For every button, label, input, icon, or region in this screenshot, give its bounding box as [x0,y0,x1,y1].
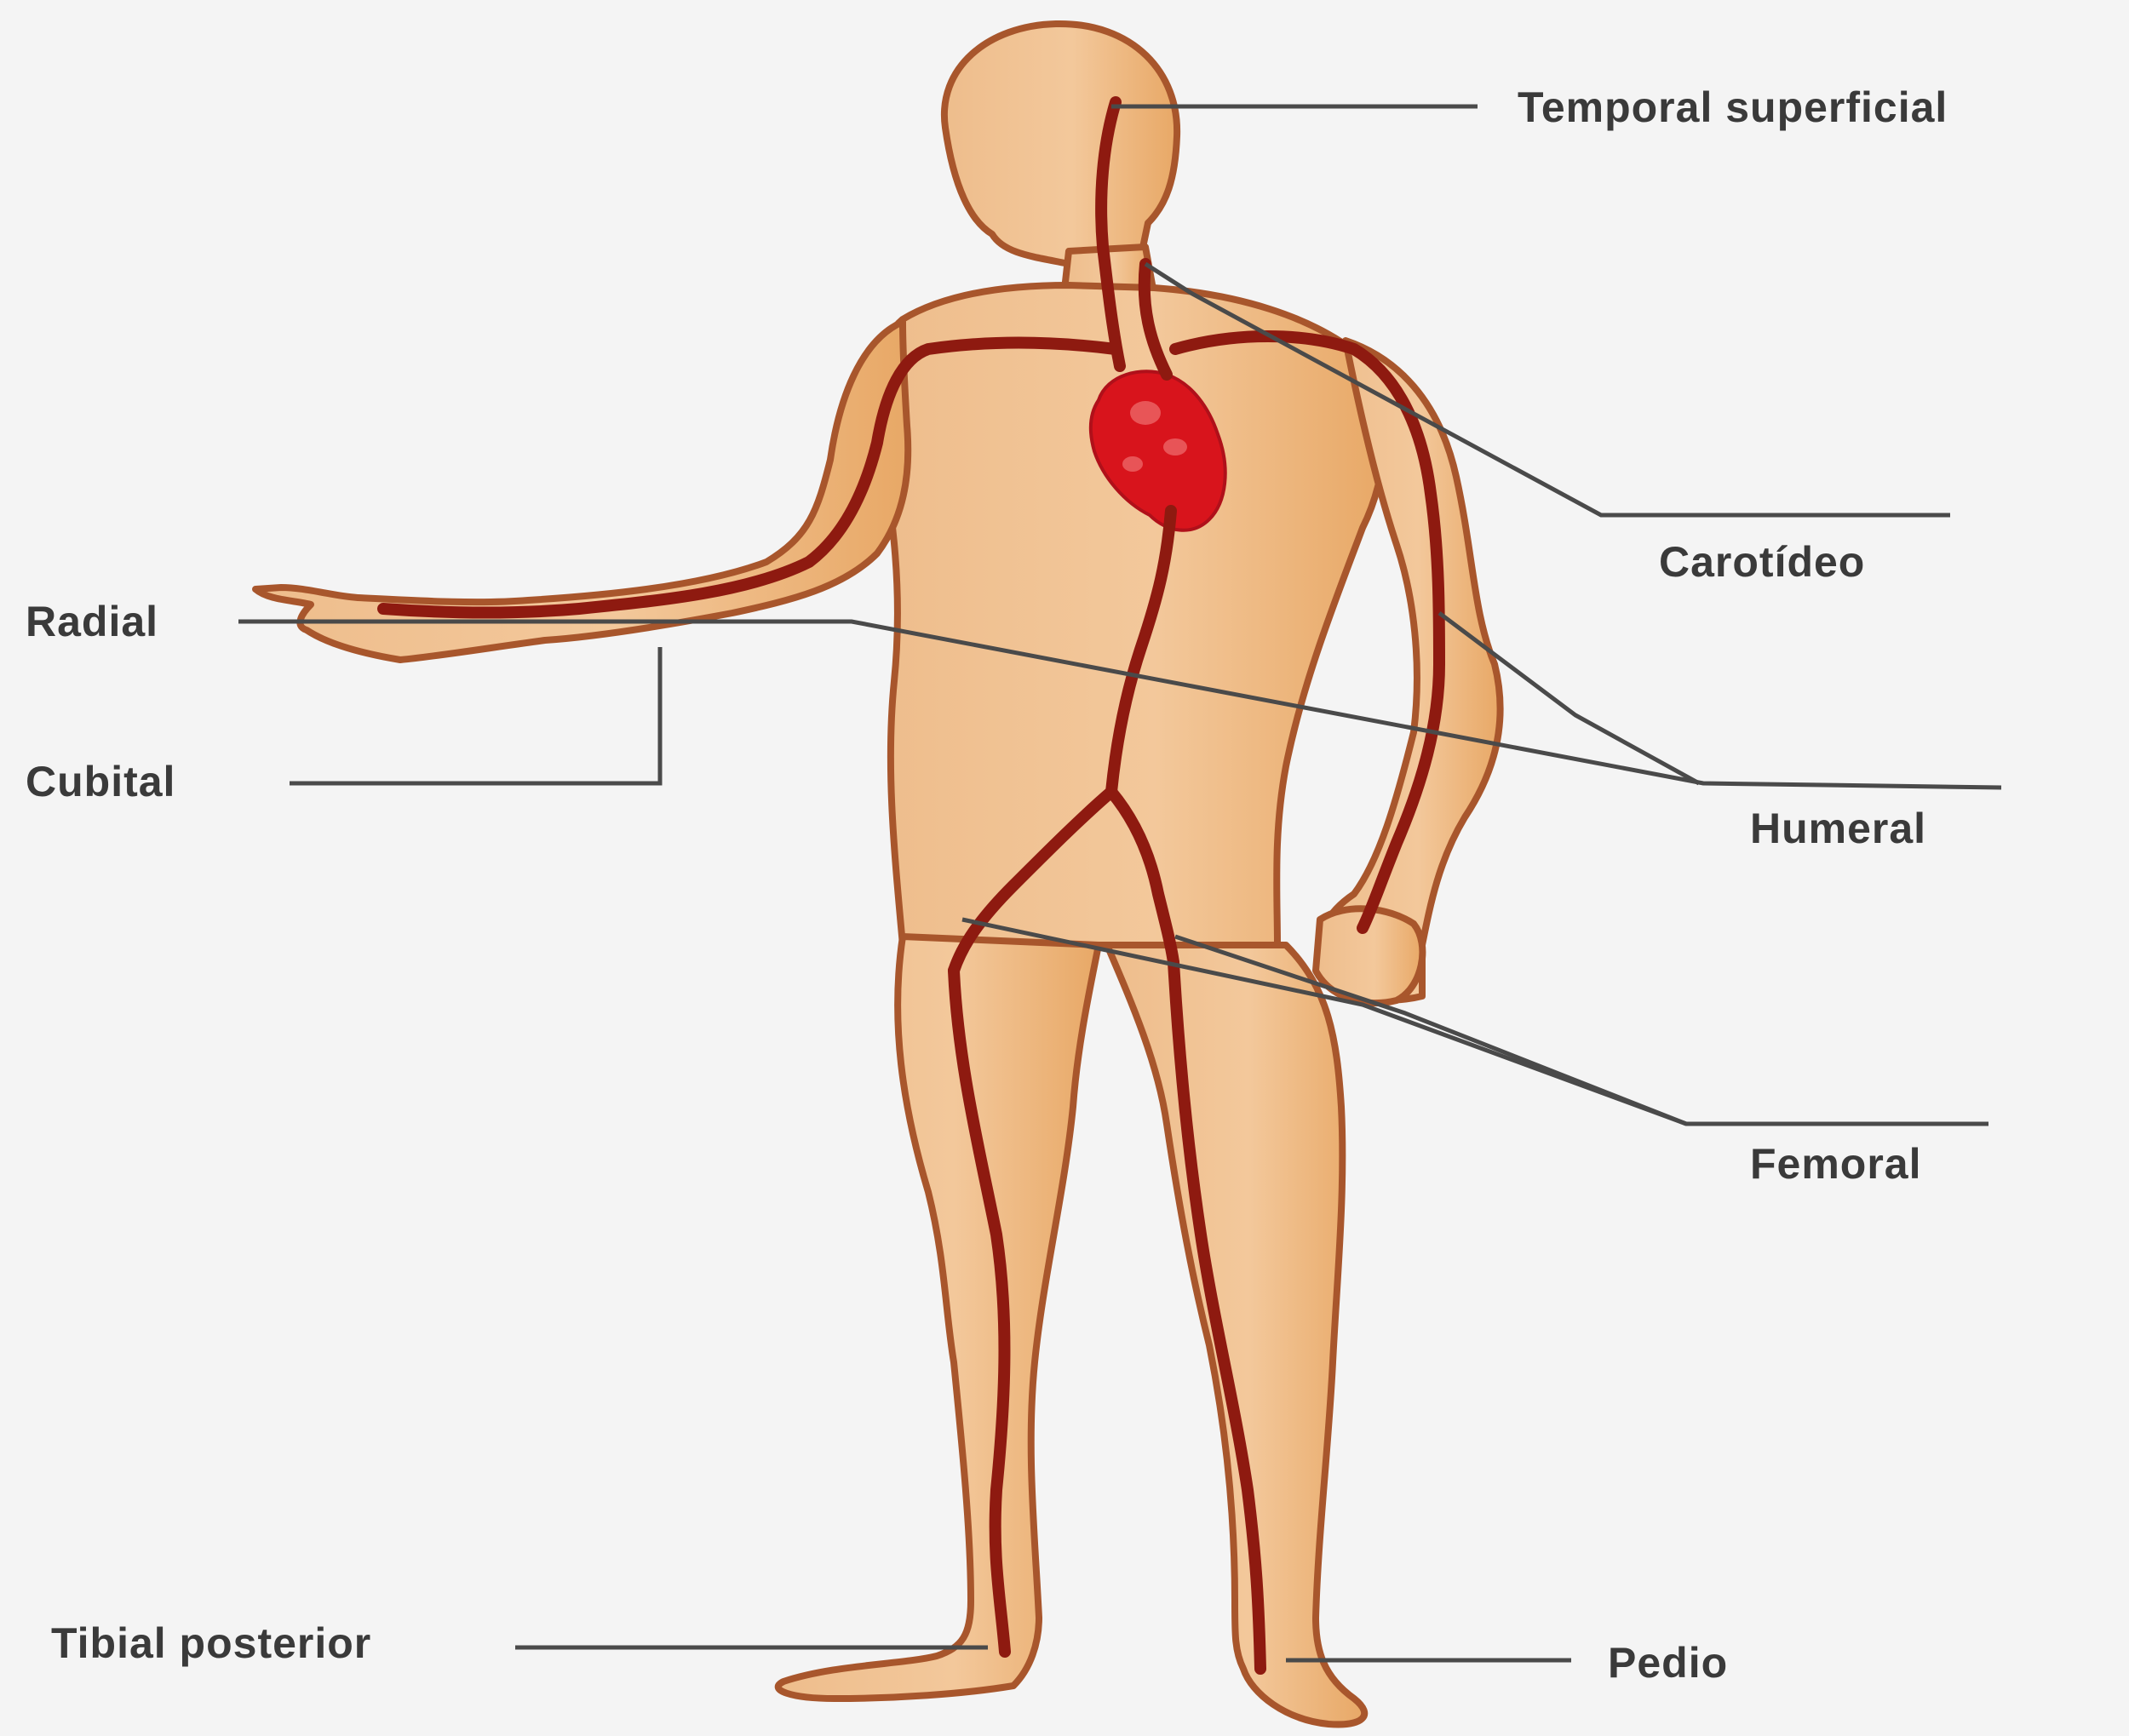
label-tibial-posterior: Tibial posterior [51,1622,371,1664]
label-humeral: Humeral [1750,807,1926,850]
label-cubital: Cubital [26,760,175,803]
leader-cubital [290,647,660,783]
head [944,24,1177,268]
label-femoral: Femoral [1750,1143,1922,1185]
right-leg [778,937,1099,1699]
label-temporal-superficial: Temporal superficial [1518,86,1948,129]
body-silhouette [255,24,1501,1724]
label-radial: Radial [26,600,158,643]
label-pedio: Pedio [1608,1641,1728,1684]
leader-femoral-1 [962,920,1988,1124]
label-carotideo: Carotídeo [1659,541,1865,583]
left-leg [1107,945,1364,1724]
